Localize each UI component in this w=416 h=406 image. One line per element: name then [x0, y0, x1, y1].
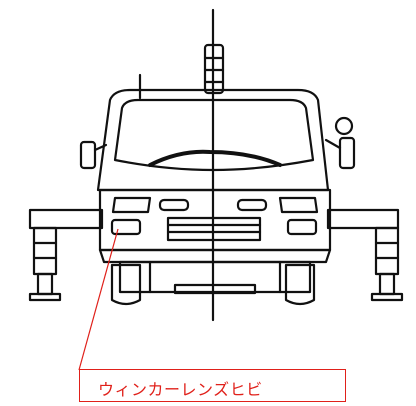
bumper — [98, 248, 332, 264]
callout-box — [79, 369, 346, 402]
right-wheel — [284, 263, 316, 306]
wiper — [148, 149, 282, 167]
left-mirror — [79, 140, 97, 170]
left-outrigger-beam — [28, 208, 104, 230]
right-outrigger-beam — [326, 208, 400, 230]
left-wheel — [110, 263, 142, 306]
bumper-grille — [166, 216, 262, 242]
cab-outline — [96, 88, 330, 192]
right-mirror-top — [334, 116, 354, 136]
windshield — [113, 98, 315, 172]
right-mirror — [338, 136, 356, 170]
left-headlight — [111, 196, 152, 214]
left-outrigger-leg — [32, 226, 58, 276]
right-lamp-2 — [236, 198, 268, 212]
leader-line — [78, 228, 119, 371]
chassis — [118, 260, 312, 294]
right-outrigger-leg — [374, 226, 400, 276]
right-turn-signal-lens — [286, 218, 318, 236]
defect-label: ウィンカーレンズヒビ — [98, 380, 263, 399]
left-lamp-2 — [158, 198, 190, 212]
right-headlight — [278, 196, 319, 214]
step-bar — [173, 283, 257, 295]
left-turn-signal-lens — [110, 218, 142, 236]
